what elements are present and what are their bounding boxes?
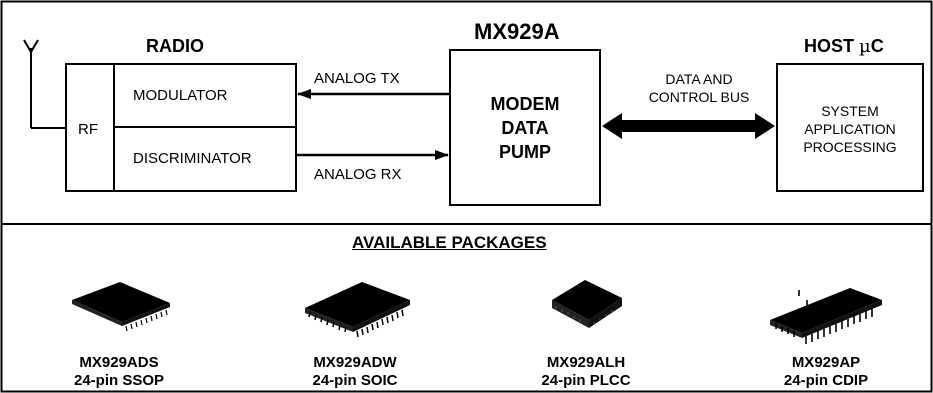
package-part: MX929AP bbox=[791, 354, 861, 371]
package-part: MX929ADS bbox=[79, 354, 159, 371]
host-block-text: SYSTEM APPLICATION PROCESSING bbox=[779, 102, 921, 156]
discriminator-block bbox=[113, 126, 297, 192]
chip-title: MX929A bbox=[474, 19, 560, 44]
discriminator-label: DISCRIMINATOR bbox=[133, 150, 252, 167]
bus-line: CONTROL BUS bbox=[648, 89, 750, 105]
host-block-line: PROCESSING bbox=[803, 139, 897, 155]
modulator-label: MODULATOR bbox=[133, 87, 228, 104]
plcc-chip-icon bbox=[552, 280, 622, 328]
host-title-suffix: C bbox=[870, 36, 884, 56]
modem-block bbox=[449, 49, 601, 206]
ssop-chip-icon bbox=[72, 282, 170, 332]
host-title: HOST µC bbox=[804, 36, 884, 57]
host-title-mu: µ bbox=[859, 36, 871, 57]
modem-line: DATA bbox=[501, 118, 549, 138]
package-label-ssop: MX929ADS 24-pin SSOP bbox=[34, 354, 204, 390]
package-type: 24-pin PLCC bbox=[541, 372, 631, 389]
antenna-icon bbox=[23, 39, 39, 128]
bus-text: DATA AND CONTROL BUS bbox=[626, 70, 772, 106]
host-block-line: SYSTEM bbox=[821, 103, 879, 119]
package-label-soic: MX929ADW 24-pin SOIC bbox=[270, 354, 440, 390]
host-block bbox=[776, 63, 924, 192]
modem-line: PUMP bbox=[498, 142, 551, 162]
package-part: MX929ALH bbox=[546, 354, 626, 371]
packages-title: AVAILABLE PACKAGES bbox=[352, 233, 547, 252]
radio-title: RADIO bbox=[146, 36, 204, 56]
package-part: MX929ADW bbox=[313, 354, 397, 371]
package-type: 24-pin SSOP bbox=[73, 372, 165, 389]
cdip-chip-icon bbox=[770, 288, 882, 344]
host-title-prefix: HOST bbox=[804, 36, 860, 56]
package-type: 24-pin CDIP bbox=[783, 372, 869, 389]
bus-line: DATA AND bbox=[665, 71, 733, 87]
soic-chip-icon bbox=[305, 282, 410, 338]
rf-label: RF bbox=[78, 121, 98, 138]
package-label-cdip: MX929AP 24-pin CDIP bbox=[741, 354, 911, 390]
package-type: 24-pin SOIC bbox=[312, 372, 398, 389]
modem-text: MODEM DATA PUMP bbox=[452, 92, 598, 164]
analog-rx-label: ANALOG RX bbox=[314, 166, 402, 183]
host-block-line: APPLICATION bbox=[804, 121, 896, 137]
package-label-plcc: MX929ALH 24-pin PLCC bbox=[501, 354, 671, 390]
data-control-bus-arrow bbox=[602, 113, 775, 139]
modem-line: MODEM bbox=[490, 94, 560, 114]
analog-tx-label: ANALOG TX bbox=[314, 70, 400, 87]
